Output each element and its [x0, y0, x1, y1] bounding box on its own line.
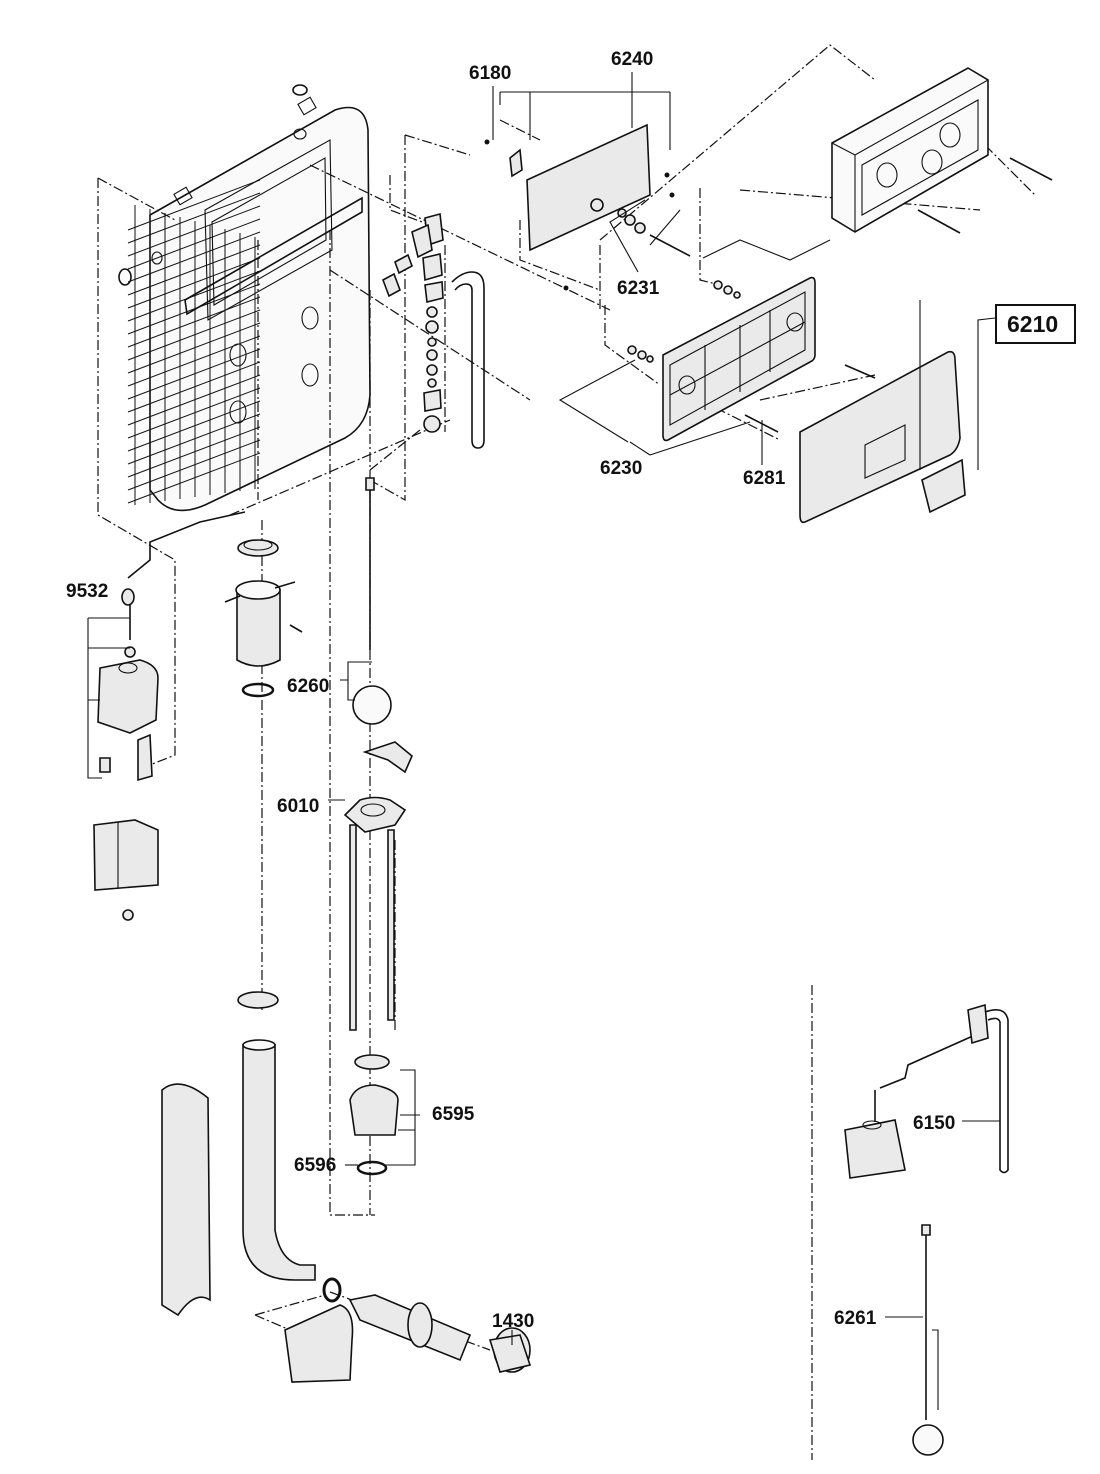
mesh-line: [127, 257, 261, 309]
mesh-line: [127, 270, 261, 322]
label-6595: 6595: [432, 1104, 475, 1125]
label-6230: 6230: [600, 458, 642, 479]
mesh-line: [127, 439, 261, 491]
mesh-line: [127, 400, 261, 452]
flush-pipe-parts: [161, 539, 532, 1383]
label-6150: 6150: [913, 1113, 955, 1134]
label-6596: 6596: [294, 1155, 336, 1176]
label-6210: 6210: [1007, 311, 1058, 337]
mesh-line: [127, 348, 261, 400]
leader-lines: [328, 72, 1000, 1345]
label-6180: 6180: [469, 63, 511, 84]
cistern-body: [118, 84, 371, 512]
mesh-line: [127, 387, 261, 439]
label-6240: 6240: [611, 49, 653, 70]
label-6210-box: 6210: [995, 304, 1076, 344]
mesh-line: [127, 361, 261, 413]
mesh-line: [127, 205, 261, 257]
cover-plate: [799, 350, 966, 524]
actuator-housing: [831, 67, 1053, 234]
mesh-line: [127, 309, 261, 361]
insulation-mesh: [127, 179, 261, 505]
mesh-line: [127, 192, 261, 244]
mesh-line: [127, 244, 261, 296]
mesh-line: [127, 335, 261, 387]
label-6231: 6231: [617, 278, 660, 299]
mesh-line: [127, 374, 261, 426]
label-6281: 6281: [743, 468, 786, 489]
label-6010: 6010: [277, 796, 319, 817]
mesh-line: [127, 283, 261, 335]
mesh-line: [127, 426, 261, 478]
label-6260: 6260: [287, 676, 329, 697]
inset-float-rod-6261: [912, 1224, 944, 1456]
mesh-line: [127, 231, 261, 283]
mesh-line: [127, 413, 261, 465]
mounting-plate-6240: [484, 123, 691, 291]
label-6261: 6261: [834, 1308, 877, 1329]
fill-valve-stack: [382, 212, 485, 449]
mounting-frame-6230: [627, 276, 876, 442]
mesh-line: [127, 218, 261, 270]
mesh-line: [127, 296, 261, 348]
flush-valve-parts: [343, 477, 413, 1176]
mesh-line: [127, 452, 261, 504]
label-9532: 9532: [66, 581, 108, 602]
mesh-line: [127, 322, 261, 374]
float-assembly-9532: [87, 511, 246, 921]
mesh-line: [127, 179, 261, 231]
label-1430: 1430: [492, 1311, 534, 1332]
inset-float-valve-6150: [844, 1003, 1009, 1179]
